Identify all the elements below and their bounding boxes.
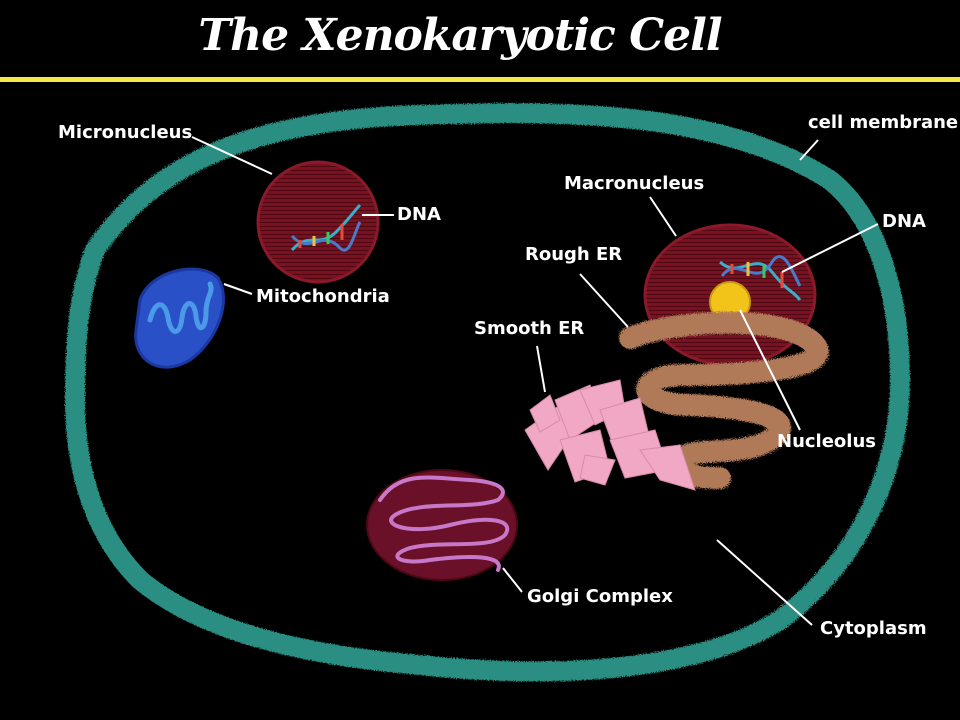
label-cell-membrane: cell membrane xyxy=(808,112,959,133)
label-dna-micro: DNA xyxy=(397,204,441,225)
leader-nucleolus xyxy=(739,309,801,431)
dna-helix-micro xyxy=(290,203,362,252)
golgi-complex xyxy=(366,469,518,581)
label-macronucleus: Macronucleus xyxy=(564,173,705,194)
dna-helix-macro xyxy=(718,255,802,301)
leader-macronucleus xyxy=(649,196,677,237)
label-golgi-complex: Golgi Complex xyxy=(527,586,673,607)
rough-er xyxy=(619,311,829,489)
leader-golgi-complex xyxy=(502,567,523,593)
label-smooth-er: Smooth ER xyxy=(474,318,585,339)
smooth-er xyxy=(524,379,696,491)
leader-cell-membrane xyxy=(799,139,819,161)
label-mitochondria: Mitochondria xyxy=(256,286,390,307)
title-underline xyxy=(0,77,960,82)
leader-mitochondria xyxy=(223,283,253,295)
label-nucleolus: Nucleolus xyxy=(777,431,876,452)
cell-membrane xyxy=(64,103,911,682)
label-rough-er: Rough ER xyxy=(525,244,623,265)
mitochondria xyxy=(134,267,225,369)
micronucleus xyxy=(256,160,380,284)
diagram-title: The Xenokaryotic Cell xyxy=(198,10,722,61)
leader-dna-macro xyxy=(781,223,879,273)
label-micronucleus: Micronucleus xyxy=(58,122,193,143)
leader-smooth-er xyxy=(536,345,546,393)
label-dna-macro: DNA xyxy=(882,211,926,232)
leader-micronucleus xyxy=(191,136,273,175)
leader-cytoplasm xyxy=(716,539,813,626)
label-cytoplasm: Cytoplasm xyxy=(820,618,927,639)
leader-rough-er xyxy=(579,273,629,328)
